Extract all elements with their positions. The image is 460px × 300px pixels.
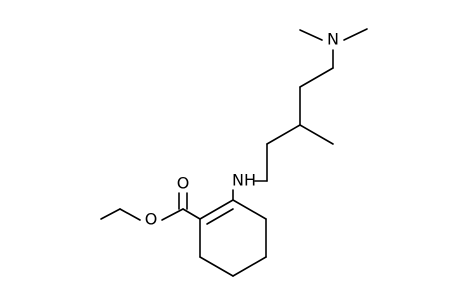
bond-ring-carbonyl — [182, 208, 201, 220]
bond-carbonyl-ester-o — [161, 208, 184, 221]
bond-ester-o-ch2 — [119, 208, 141, 221]
bond-ethyl — [100, 208, 121, 220]
ring-bond-6-double-outer — [199, 199, 234, 220]
amine-nitrogen-label: N — [327, 30, 339, 49]
ring-bond-6-double-inner — [206, 208, 234, 225]
bond-methyl-branch — [299, 124, 334, 145]
ring-bond-4 — [199, 256, 234, 277]
bond-n-methyl-right — [343, 28, 368, 41]
ring-bond-3 — [232, 256, 267, 277]
ring-bond-1 — [232, 199, 267, 220]
imine-nitrogen-label: NH — [232, 171, 256, 190]
carbonyl-oxygen-label: O — [177, 174, 190, 193]
bond-chain-1 — [299, 67, 334, 88]
bond-n-methyl-left — [299, 29, 323, 41]
bond-chain-3 — [266, 124, 301, 145]
ester-oxygen-label: O — [145, 210, 158, 229]
